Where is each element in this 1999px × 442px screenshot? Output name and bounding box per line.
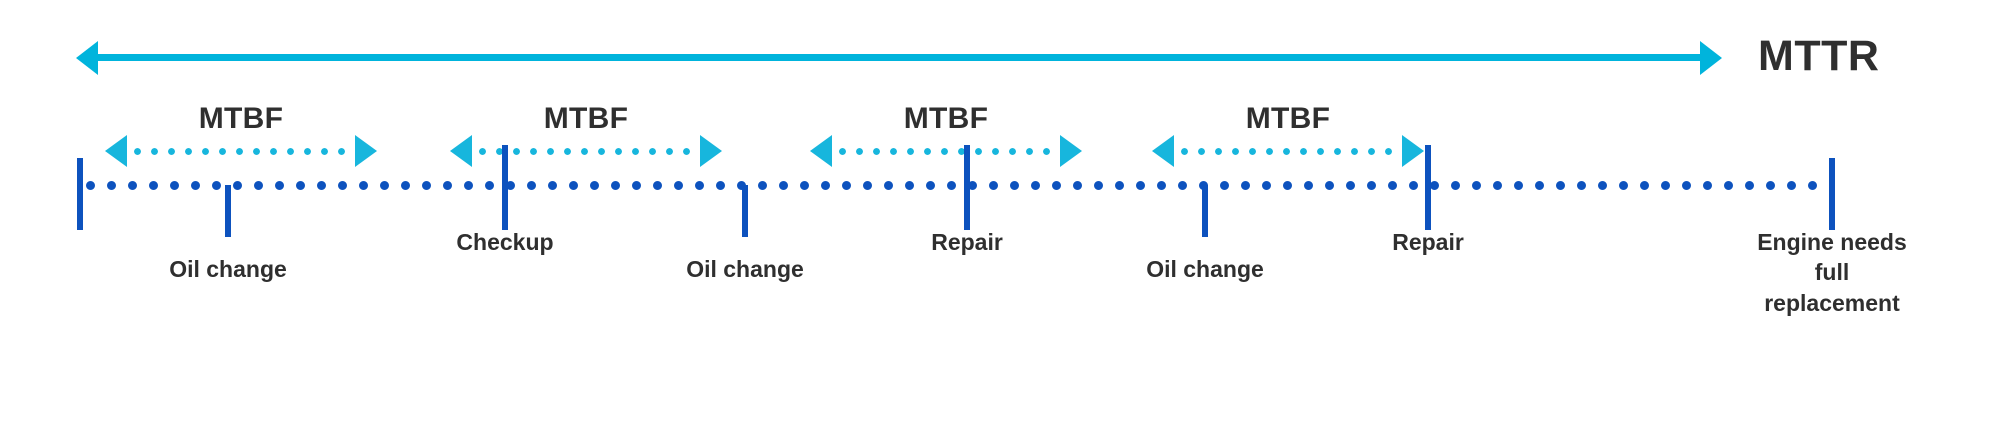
mtbf-2-dotted-shaft bbox=[474, 148, 698, 155]
mtbf-1-arrow-right-head bbox=[355, 135, 377, 167]
mtbf-3-arrow-left-head bbox=[810, 135, 832, 167]
timeline-tick-7-boundary bbox=[1425, 145, 1431, 230]
mtbf-2-arrow-left-head bbox=[450, 135, 472, 167]
mtbf-4-arrow-left-head bbox=[1152, 135, 1174, 167]
mtbf-span-1: MTBF bbox=[105, 102, 377, 172]
timeline-tick-6-event bbox=[1202, 185, 1208, 237]
timeline-tick-1-boundary bbox=[77, 158, 83, 230]
mtbf-1-dotted-shaft bbox=[129, 148, 353, 155]
event-label-7: Engine needs full replacement bbox=[1757, 229, 1907, 316]
mttr-arrow-left-head bbox=[76, 41, 98, 75]
main-timeline-dotted-line bbox=[80, 181, 1835, 190]
mtbf-span-2: MTBF bbox=[450, 102, 722, 172]
mtbf-3-arrow-right-head bbox=[1060, 135, 1082, 167]
mtbf-4-arrow-right-head bbox=[1402, 135, 1424, 167]
mtbf-label-3: MTBF bbox=[903, 102, 989, 135]
mtbf-label-2: MTBF bbox=[543, 102, 629, 135]
timeline-tick-2-event bbox=[225, 185, 231, 237]
timeline-tick-4-event bbox=[742, 185, 748, 237]
mtbf-2-arrow-right-head bbox=[700, 135, 722, 167]
mttr-label: MTTR bbox=[1758, 32, 1880, 80]
event-label-3: Oil change bbox=[686, 256, 804, 282]
event-label-2: Checkup bbox=[456, 229, 554, 255]
timeline-tick-5-boundary bbox=[964, 145, 970, 230]
mtbf-3-dotted-shaft bbox=[834, 148, 1058, 155]
event-label-5: Oil change bbox=[1146, 256, 1264, 282]
mtbf-label-1: MTBF bbox=[198, 102, 284, 135]
event-label-4: Repair bbox=[931, 229, 1003, 255]
event-label-6: Repair bbox=[1392, 229, 1464, 255]
mttr-arrow-right-head bbox=[1700, 41, 1722, 75]
mttr-overall-arrow-group: MTTR bbox=[0, 0, 1999, 120]
mtbf-1-arrow-left-head bbox=[105, 135, 127, 167]
event-label-1: Oil change bbox=[169, 256, 287, 282]
mtbf-span-4: MTBF bbox=[1152, 102, 1424, 172]
mtbf-label-4: MTBF bbox=[1245, 102, 1331, 135]
mttr-arrow-shaft bbox=[96, 54, 1702, 61]
timeline-tick-8-boundary bbox=[1829, 158, 1835, 230]
timeline-tick-3-boundary bbox=[502, 145, 508, 230]
mtbf-4-dotted-shaft bbox=[1176, 148, 1400, 155]
mtbf-span-3: MTBF bbox=[810, 102, 1082, 172]
